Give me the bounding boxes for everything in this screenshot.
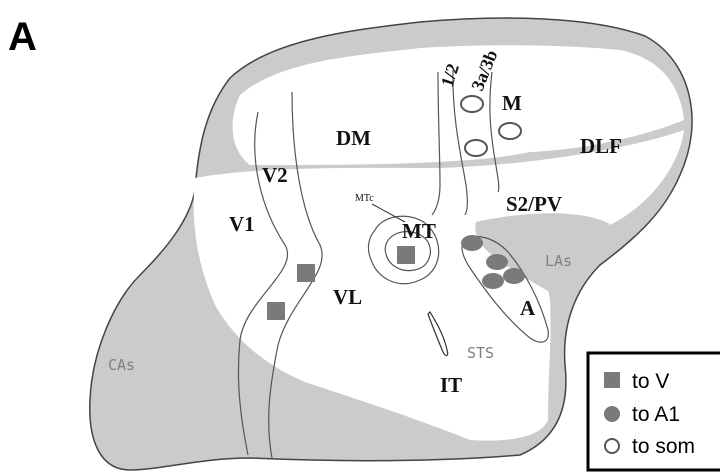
legend: to V to A1 to som [586,351,720,472]
white-cortex-region [193,45,685,441]
area-label-dm: DM [336,126,371,150]
legend-label-to-a1: to A1 [632,403,680,426]
legend-label-to-som: to som [632,435,695,458]
v-marker-square [297,264,315,282]
area-1-2-border-left [431,71,441,216]
v-marker-square [267,302,285,320]
som-marker-open-circle [460,95,484,113]
area-label-mt: MT [402,219,436,243]
area-3a-border [452,69,468,216]
area-label-cas: CAs [108,356,135,374]
area-label-v2: V2 [262,163,288,187]
area-label-sts: STS [467,344,494,362]
mt-inner-contour [384,231,431,272]
area-label-mtc: MTc [355,193,374,204]
a1-marker-filled-circle [461,235,483,251]
som-marker-open-circle [498,122,522,140]
a1-marker-filled-circle [503,268,525,284]
som-marker-open-circle [464,139,488,157]
legend-open-circle-icon [604,438,620,454]
las-region [475,213,610,300]
area-label-las: LAs [545,252,572,270]
area-label-v1: V1 [229,212,255,236]
a1-marker-filled-circle [482,273,504,289]
area-label-s2pv: S2/PV [506,192,562,216]
mtc-outer-contour [367,215,440,285]
sts-sulcus [427,311,449,357]
v-marker-square [397,246,415,264]
panel-letter: A [8,15,37,59]
legend-square-icon [604,372,620,388]
mtc-pointer-line [371,203,406,223]
area-label-m: M [502,91,522,115]
area-label-a: A [520,296,536,320]
area-3b-border [489,71,500,193]
area-label-dlf: DLF [580,134,622,158]
auditory-a-outline [461,235,549,343]
legend-filled-circle-icon [604,406,620,422]
legend-label-to-v: to V [632,370,669,393]
area-label-vl: VL [333,285,362,309]
area-label-it: IT [440,373,462,397]
a1-marker-filled-circle [486,254,508,270]
v1-v2-border [237,111,288,456]
